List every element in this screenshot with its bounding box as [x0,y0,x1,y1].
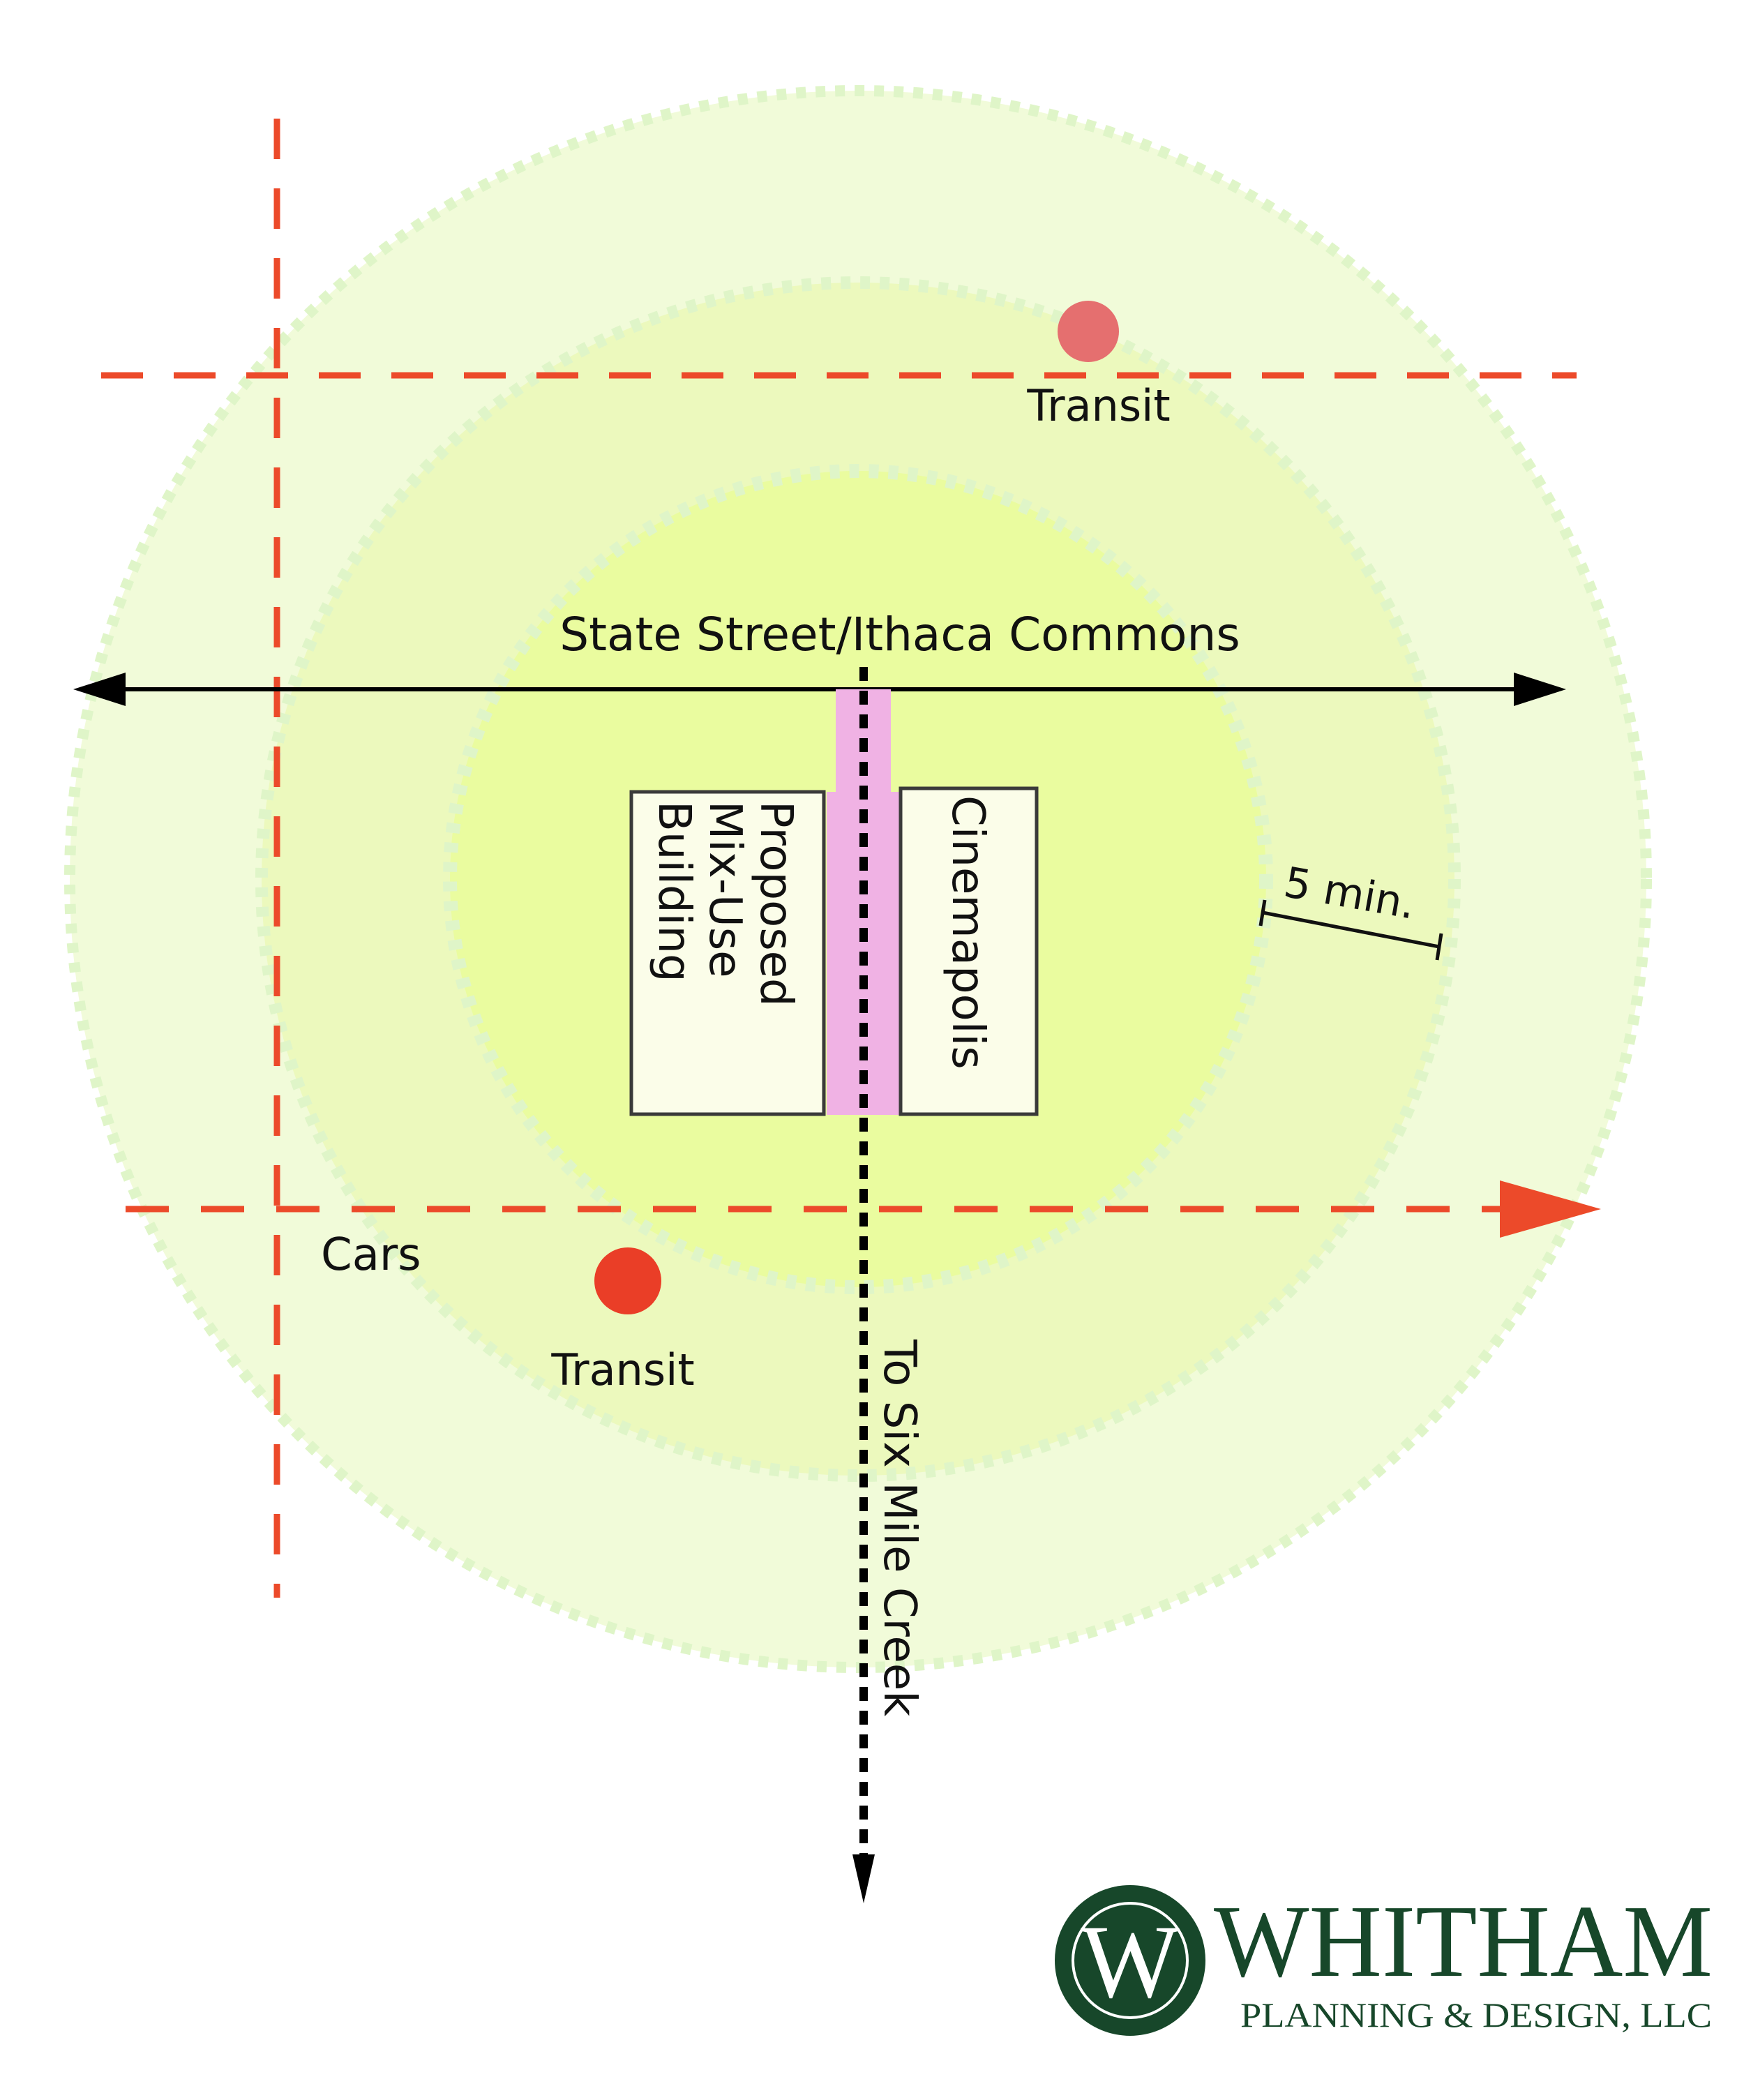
proposed-building-label-line1: Proposed [750,801,802,1007]
cars-label: Cars [321,1229,421,1281]
transit-label-bottom: Transit [550,1344,694,1395]
transit-label-top: Transit [1026,380,1170,431]
logo-tagline: PLANNING & DESIGN, LLC [1240,1995,1712,2034]
logo-name: WHITHAM [1214,1884,1713,1999]
state-street-arrow-right [1514,673,1566,706]
car-routes [101,119,1601,1598]
proposed-building-label-line2: Mix-Use [699,801,751,978]
cinemapolis-building [899,786,1039,1116]
six-mile-creek-label: To Six Mile Creek [873,1339,925,1716]
state-street-arrow [73,673,1566,706]
proposed-building [629,790,826,1116]
state-street-arrow-left [73,673,126,706]
state-street-label: State Street/Ithaca Commons [559,608,1240,661]
proposed-building-label-line3: Building [648,801,700,982]
cinemapolis-label: Cinemapolis [942,795,993,1070]
logo-initial: W [1081,1904,1180,2020]
transit-stop-top [1058,301,1119,362]
car-route-arrowhead [1500,1180,1601,1238]
six-mile-creek-path [852,667,875,1903]
whitham-logo: W WHITHAM PLANNING & DESIGN, LLC [1055,1884,1713,2036]
logo-emblem [1055,1885,1205,2036]
five-minute-scale [1258,899,1443,961]
pedestrian-walkway [827,689,900,1115]
transit-stop-bottom [594,1247,661,1314]
six-mile-creek-arrowhead [852,1854,875,1903]
